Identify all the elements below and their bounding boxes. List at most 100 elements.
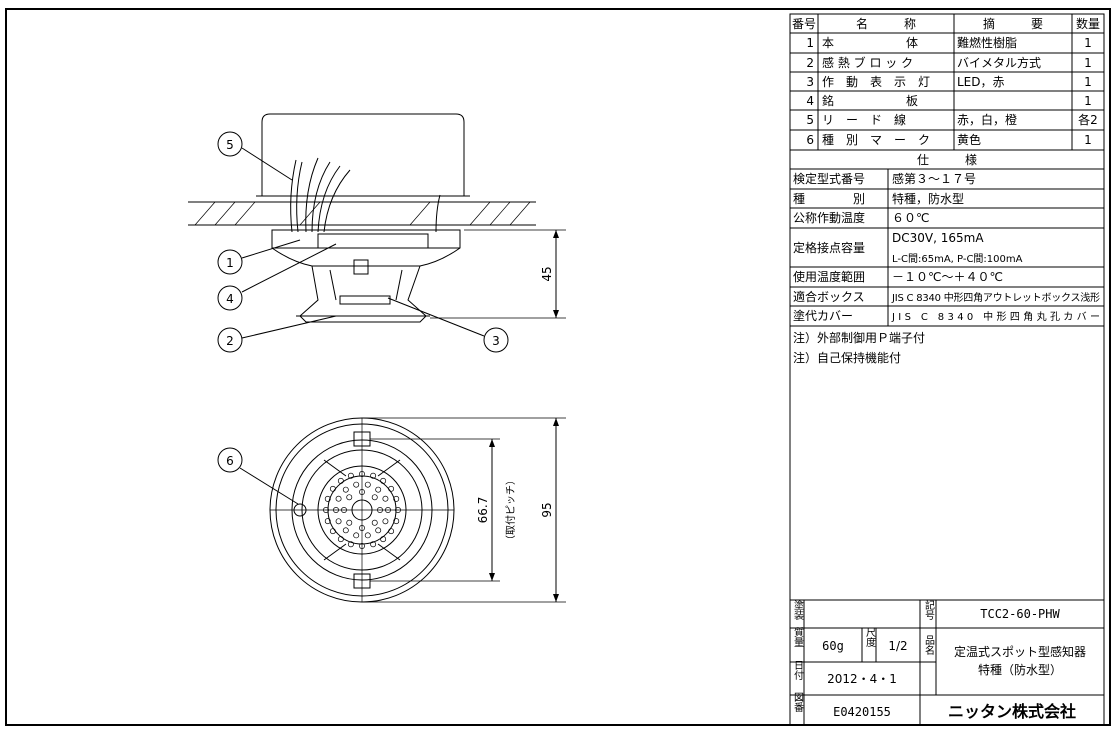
svg-text:5: 5 <box>226 138 234 152</box>
sensor-hole <box>380 536 387 543</box>
sensor-hole <box>335 495 342 502</box>
spec-label: 定格接点容量 <box>793 240 865 255</box>
date-value: 2012・4・1 <box>827 672 897 686</box>
part-no: 4 <box>806 94 814 108</box>
sensor-hole <box>333 507 339 513</box>
part-name: 種 別 マ ー ク <box>822 133 930 147</box>
diameter-dimension: 95 <box>362 417 566 603</box>
drawing-number: E0420155 <box>833 705 891 719</box>
sensor-hole <box>371 494 378 501</box>
part-name: 本 体 <box>822 36 918 50</box>
sensor-hole <box>353 532 360 539</box>
mass-value: 60g <box>822 639 844 653</box>
callout-1: 1 <box>217 239 301 275</box>
part-qty: 1 <box>1084 94 1092 108</box>
part-qty: 1 <box>1084 133 1092 147</box>
callout-4: 4 <box>217 243 337 311</box>
sensor-hole <box>382 518 389 525</box>
svg-text:（取付ピッチ）: （取付ピッチ） <box>504 475 517 545</box>
sensor-hole <box>359 525 365 531</box>
sheet-border <box>5 8 1111 726</box>
part-no: 6 <box>806 133 814 147</box>
sensor-hole <box>370 472 377 479</box>
spec-value: DC30V, 165mA <box>892 231 984 245</box>
product-name-1: 定温式スポット型感知器 <box>954 644 1086 659</box>
sensor-hole <box>371 519 378 526</box>
part-name: 作 動 表 示 灯 <box>822 75 930 89</box>
sensor-hole <box>346 519 353 526</box>
product-name-2: 特種（防水型） <box>978 662 1062 677</box>
part-qty: 各2 <box>1078 112 1098 127</box>
sensor-hole <box>385 507 391 513</box>
paint-label: 塗装 <box>792 599 804 621</box>
sensor-hole <box>393 495 400 502</box>
svg-text:4: 4 <box>226 292 234 306</box>
callout-5: 5 <box>217 131 293 181</box>
header-no: 番号 <box>792 17 816 31</box>
sensor-hole <box>323 507 329 513</box>
part-no: 2 <box>806 56 814 70</box>
sensor-hole <box>375 486 382 493</box>
header-summary: 摘 要 <box>983 16 1043 31</box>
part-summary: 赤，白，橙 <box>957 112 1017 127</box>
sensor-hole <box>370 541 377 548</box>
header-name: 名 称 <box>856 16 916 31</box>
part-no: 3 <box>806 75 814 89</box>
part-summary: 難燃性樹脂 <box>957 35 1017 50</box>
part-name: 感 熱 ブ ロ ッ ク <box>822 55 913 70</box>
callout-6: 6 <box>217 447 299 505</box>
sensor-hole <box>377 507 383 513</box>
sensor-hole <box>388 528 395 535</box>
spec-label: 種 別 <box>793 192 865 206</box>
pitch-dimension: 66.7 （取付ピッチ） <box>370 438 517 582</box>
sensor-hole <box>347 472 354 479</box>
outlet-box-outline <box>261 113 465 196</box>
sensor-hole <box>359 471 365 477</box>
plan-view: 66.7 （取付ピッチ） 95 6 <box>217 417 566 603</box>
lead-wires <box>290 157 441 233</box>
nameplate <box>317 233 429 249</box>
spec-label: 塗代カバー <box>793 308 853 323</box>
svg-text:2: 2 <box>226 334 234 348</box>
model-number: TCC2-60-PHW <box>980 607 1060 621</box>
sensor-hole <box>346 494 353 501</box>
spec-label: 適合ボックス <box>793 289 865 304</box>
part-summary: 黄色 <box>957 133 981 147</box>
svg-text:3: 3 <box>492 334 500 348</box>
svg-text:66.7: 66.7 <box>476 497 490 524</box>
sensor-hole <box>324 518 331 525</box>
callout-3: 3 <box>387 297 509 353</box>
note-1: 注）外部制御用Ｐ端子付 <box>793 330 925 345</box>
sensor-hole <box>342 527 349 534</box>
part-qty: 1 <box>1084 75 1092 89</box>
sensor-hole <box>341 507 347 513</box>
drawing-no-label: 図番 <box>792 692 804 713</box>
spec-value: 感第３～１７号 <box>892 171 976 186</box>
title-block: 塗装 記号 TCC2-60-PHW 質量 60g 尺度 1/2 品名 定温式スポ… <box>789 14 1105 726</box>
spec-value: JIS C 8340 中形四角アウトレットボックス浅形 <box>891 291 1100 304</box>
spec-value: －１０℃～＋４０℃ <box>892 270 1003 284</box>
part-summary: LED，赤 <box>957 75 1005 89</box>
sensor-hole <box>364 481 371 488</box>
spec-value: 特種，防水型 <box>892 191 964 206</box>
sensor-hole <box>329 485 336 492</box>
mass-label: 質量 <box>792 626 804 647</box>
svg-text:95: 95 <box>540 502 554 517</box>
name-label: 品名 <box>923 635 935 656</box>
sensor-holes <box>323 471 401 549</box>
part-qty: 1 <box>1084 36 1092 50</box>
ceiling-hatching <box>194 201 531 226</box>
spec-label: 検定型式番号 <box>793 171 865 186</box>
callout-2: 2 <box>217 315 337 353</box>
sensor-hole <box>342 486 349 493</box>
sensor-hole <box>353 481 360 488</box>
sensor-hole <box>364 532 371 539</box>
spec-label: 公称作動温度 <box>793 210 865 225</box>
sensor-hole <box>375 527 382 534</box>
spec-value-2: L-C間:65mA, P-C間:100mA <box>892 253 1023 265</box>
height-dimension: 45 <box>430 229 566 319</box>
sensor-hole <box>337 477 344 484</box>
sensor-hole <box>324 495 331 502</box>
